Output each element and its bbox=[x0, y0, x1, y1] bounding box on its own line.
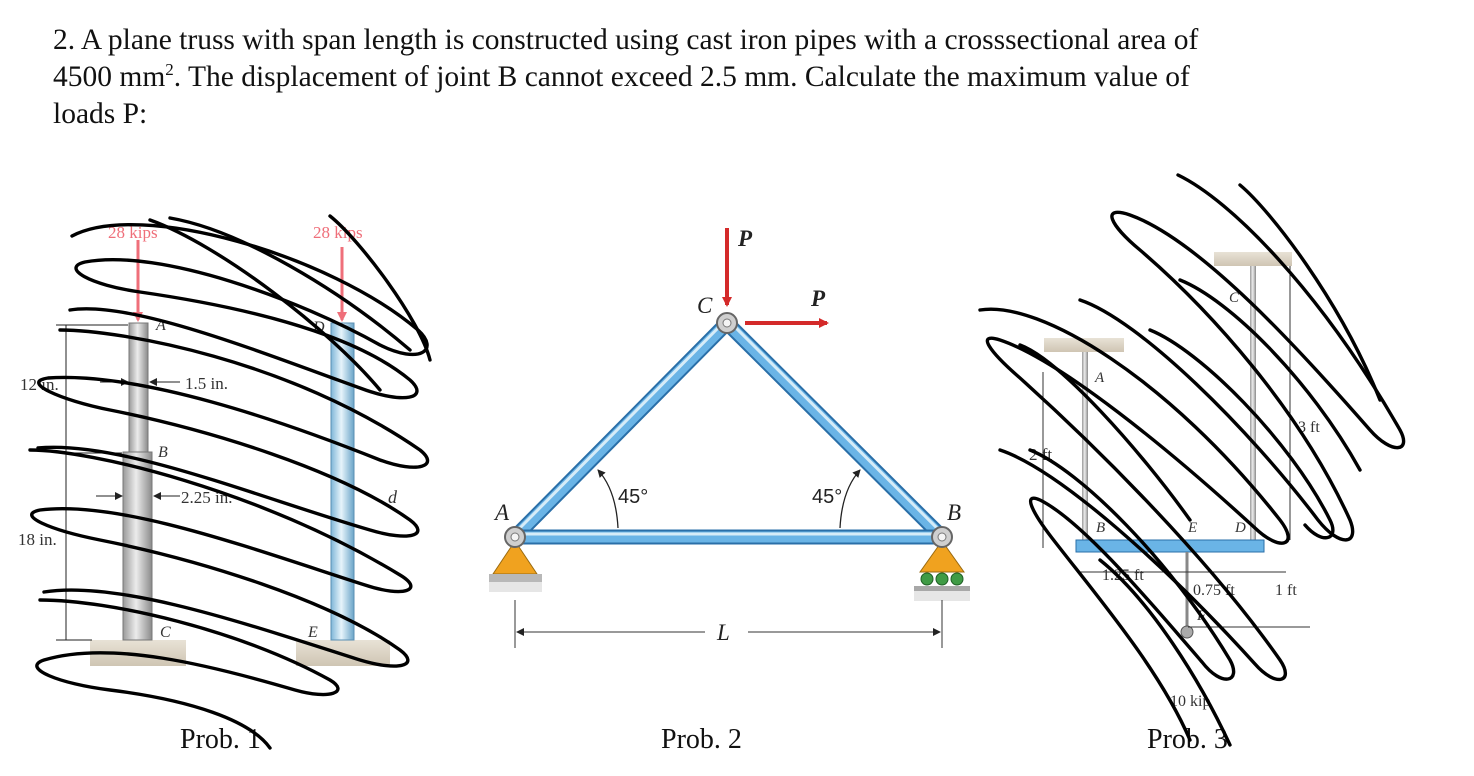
prob3-rod-right bbox=[1250, 266, 1256, 540]
prob1-label-c: C bbox=[160, 624, 171, 641]
prob3-ceiling-left bbox=[1044, 338, 1124, 352]
joint-b bbox=[931, 526, 953, 548]
prob3-label-d: D bbox=[1234, 520, 1246, 536]
span-label: L bbox=[716, 620, 730, 645]
area-value: 4500 mm bbox=[53, 61, 166, 93]
prob3-label-a: A bbox=[1094, 370, 1105, 386]
prob1-dia-bottom-label: 2.25 in. bbox=[181, 488, 232, 507]
joint-b-label: B bbox=[947, 500, 961, 525]
joint-c bbox=[716, 312, 738, 334]
prob1-load-left-label: 28 kips bbox=[108, 223, 158, 242]
prob3-load-point bbox=[1180, 625, 1194, 639]
prob1-rod-ab bbox=[128, 322, 149, 454]
prob3-figure: 2 ft 3 ft 1.25 ft 0.75 ft 1 ft 10 kip A … bbox=[1029, 252, 1320, 755]
angle-arc-left bbox=[597, 469, 619, 529]
prob3-dim-right-label: 3 ft bbox=[1298, 419, 1320, 436]
prob3-label-b: B bbox=[1096, 520, 1105, 536]
prob1-dia-right-label: d bbox=[388, 487, 398, 507]
load-vertical-label: P bbox=[737, 226, 753, 251]
area-exponent: 2 bbox=[165, 60, 174, 80]
joint-a-label: A bbox=[493, 500, 510, 525]
angle-arc-right bbox=[839, 469, 861, 529]
problem-statement: 2. A plane truss with span length is con… bbox=[53, 22, 1433, 133]
prob3-rod-left bbox=[1082, 352, 1088, 540]
prob1-label-a: A bbox=[155, 317, 166, 334]
prob3-ceiling-right bbox=[1214, 252, 1292, 266]
member-cb bbox=[719, 315, 950, 545]
problem-line-1: 2. A plane truss with span length is con… bbox=[53, 24, 1199, 56]
angle-left-label: 45° bbox=[618, 486, 648, 508]
angle-right-label: 45° bbox=[812, 486, 842, 508]
member-ac bbox=[507, 315, 735, 545]
roller-support-b bbox=[914, 540, 970, 601]
scribble-over-prob1 bbox=[28, 214, 432, 750]
prob1-dia-top-label: 1.5 in. bbox=[185, 374, 228, 393]
prob3-caption: Prob. 3 bbox=[1147, 724, 1228, 755]
prob3-label-c: C bbox=[1229, 290, 1240, 306]
prob3-load-label: 10 kip bbox=[1170, 693, 1210, 710]
problem-line-2: 4500 mm2. The displacement of joint B ca… bbox=[53, 59, 1433, 96]
prob1-label-e: E bbox=[307, 624, 318, 641]
prob3-rigid-beam bbox=[1075, 539, 1265, 553]
joint-c-label: C bbox=[697, 293, 713, 318]
member-ab bbox=[515, 529, 942, 545]
problem-line-3: loads P: bbox=[53, 98, 148, 130]
prob3-dim-b2-label: 0.75 ft bbox=[1193, 582, 1235, 599]
prob3-dim-b3-label: 1 ft bbox=[1275, 582, 1297, 599]
joint-a bbox=[504, 526, 526, 548]
scribble-over-prob3 bbox=[978, 173, 1406, 747]
prob1-dim-bottom-label: 18 in. bbox=[18, 530, 57, 549]
prob3-label-e: E bbox=[1187, 520, 1197, 536]
pin-support-a bbox=[489, 540, 542, 592]
load-horizontal-label: P bbox=[810, 286, 826, 311]
prob2-caption: Prob. 2 bbox=[661, 724, 742, 755]
prob1-label-b: B bbox=[158, 444, 168, 461]
prob2-figure: P P C A B 45° 45° L Prob. 2 bbox=[489, 226, 970, 755]
problem-line-2-rest: . The displacement of joint B cannot exc… bbox=[173, 61, 1190, 93]
